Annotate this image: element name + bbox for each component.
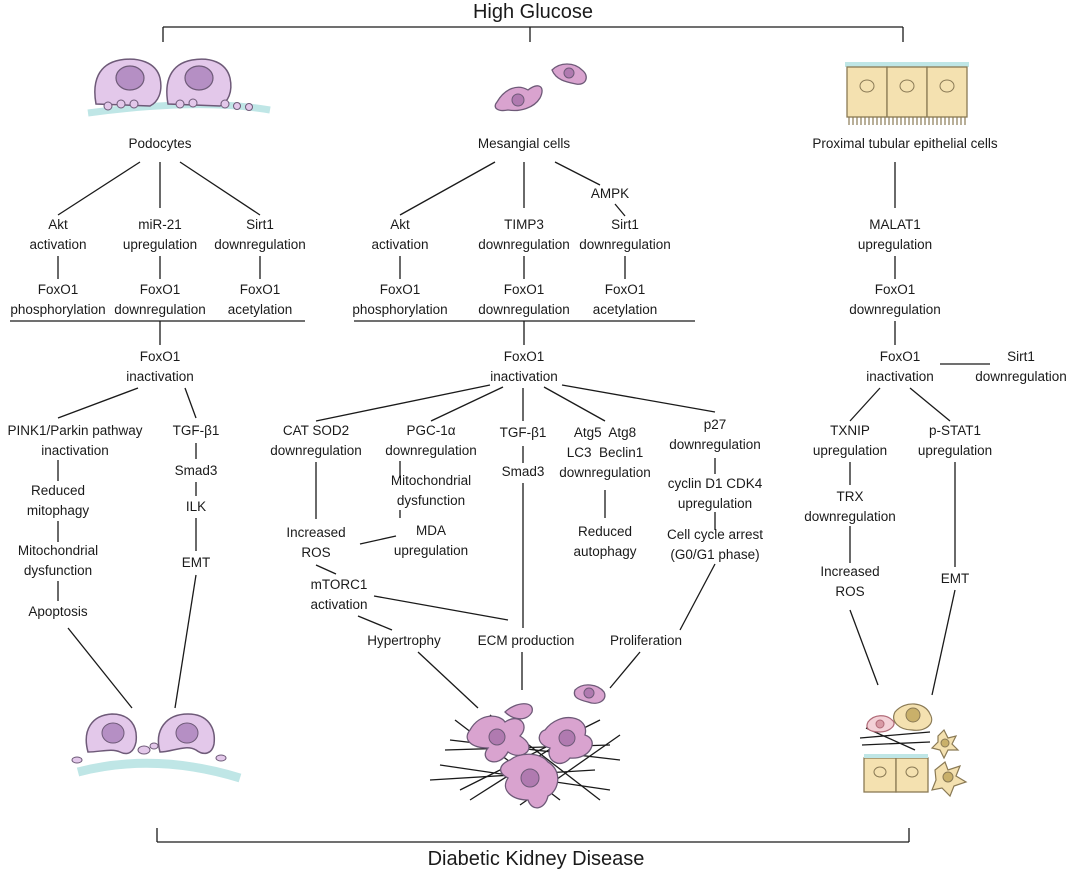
podo-foxo1-phosphorylation: FoxO1 phosphorylation: [10, 282, 106, 317]
mes-timp3-downregulation: TIMP3 downregulation: [478, 217, 570, 252]
tubular-cells-label: Proximal tubular epithelial cells: [812, 136, 998, 151]
mes-cell-cycle-arrest: Cell cycle arrest (G0/G1 phase): [666, 527, 764, 562]
podo-mir21-upregulation: miR-21 upregulation: [122, 217, 198, 252]
podocytes-connectors: [10, 161, 305, 709]
mes-tgfb1: TGF-β1: [499, 425, 547, 440]
tubular-connectors: [849, 162, 990, 696]
tub-txnip-upregulation: TXNIP upregulation: [812, 423, 888, 458]
mes-foxo1-acetylation: FoxO1 acetylation: [592, 282, 658, 317]
tub-emt: EMT: [940, 571, 970, 586]
tub-pstat1-upregulation: p-STAT1 upregulation: [917, 423, 993, 458]
mes-p27-downregulation: p27 downregulation: [669, 417, 761, 452]
mesangial-fibrosis-illustration: [429, 684, 621, 809]
podo-foxo1-downregulation: FoxO1 downregulation: [114, 282, 206, 317]
mes-proliferation: Proliferation: [609, 633, 683, 648]
mes-pgc1a: PGC-1α downregulation: [385, 423, 477, 458]
mesangial-cells-illustration: [494, 63, 587, 112]
mes-ecm-production: ECM production: [477, 633, 575, 648]
podo-mitochondrial-dysfunction: Mitochondrial dysfunction: [17, 543, 99, 578]
tub-foxo1-downregulation: FoxO1 downregulation: [849, 282, 941, 317]
podo-pink1-parkin: PINK1/Parkin pathway inactivation: [7, 423, 143, 458]
podo-foxo1-inactivation: FoxO1 inactivation: [126, 349, 194, 384]
tub-foxo1-inactivation: FoxO1 inactivation: [866, 349, 934, 384]
mesangial-cells-label: Mesangial cells: [477, 136, 571, 151]
tub-trx-downregulation: TRX downregulation: [804, 489, 896, 524]
podo-akt-activation: Akt activation: [29, 217, 87, 252]
podo-smad3: Smad3: [174, 463, 218, 478]
mes-hypertrophy: Hypertrophy: [367, 633, 441, 648]
tub-increased-ros: Increased ROS: [820, 564, 880, 599]
mes-cyclin-cdk4: cyclin D1 CDK4 upregulation: [667, 476, 763, 511]
mes-mda-upregulation: MDA upregulation: [393, 523, 469, 558]
mes-mtorc1-activation: mTORC1 activation: [310, 577, 368, 612]
mes-foxo1-phosphorylation: FoxO1 phosphorylation: [352, 282, 448, 317]
podo-foxo1-acetylation: FoxO1 acetylation: [227, 282, 293, 317]
mes-cat-sod2: CAT SOD2 downregulation: [270, 423, 362, 458]
mes-mitochondrial-dysfunction: Mitochondrial dysfunction: [390, 473, 472, 508]
podo-apoptosis: Apoptosis: [28, 604, 88, 619]
mesangial-connectors: [315, 161, 716, 709]
title-diabetic-kidney-disease: Diabetic Kidney Disease: [427, 848, 645, 870]
podo-tgfb1: TGF-β1: [172, 423, 220, 438]
mes-foxo1-downregulation: FoxO1 downregulation: [478, 282, 570, 317]
podo-emt: EMT: [181, 555, 211, 570]
mes-ampk: AMPK: [590, 186, 630, 201]
title-high-glucose: High Glucose: [472, 1, 594, 23]
tub-malat1-upregulation: MALAT1 upregulation: [857, 217, 933, 252]
podocytes-damaged-illustration: [71, 713, 242, 783]
mes-smad3: Smad3: [501, 464, 545, 479]
podo-reduced-mitophagy: Reduced mitophagy: [26, 483, 90, 518]
mes-atg-downregulation: Atg5 Atg8 LC3 Beclin1 downregulation: [559, 425, 651, 480]
mes-foxo1-inactivation: FoxO1 inactivation: [490, 349, 558, 384]
podocytes-label: Podocytes: [128, 136, 192, 151]
mes-reduced-autophagy: Reduced autophagy: [573, 524, 637, 559]
podocytes-illustration: [87, 58, 271, 117]
mes-increased-ros: Increased ROS: [286, 525, 346, 560]
tub-sirt1-downregulation: Sirt1 downregulation: [975, 349, 1067, 384]
podo-ilk: ILK: [185, 499, 207, 514]
mes-akt-activation: Akt activation: [371, 217, 429, 252]
mes-sirt1-downregulation: Sirt1 downregulation: [579, 217, 671, 252]
podo-sirt1-downregulation: Sirt1 downregulation: [214, 217, 306, 252]
top-bracket: [162, 26, 904, 42]
bottom-bracket: [156, 828, 910, 843]
tubular-cells-illustration: [845, 62, 969, 125]
tubular-emt-illustration: [859, 703, 968, 798]
